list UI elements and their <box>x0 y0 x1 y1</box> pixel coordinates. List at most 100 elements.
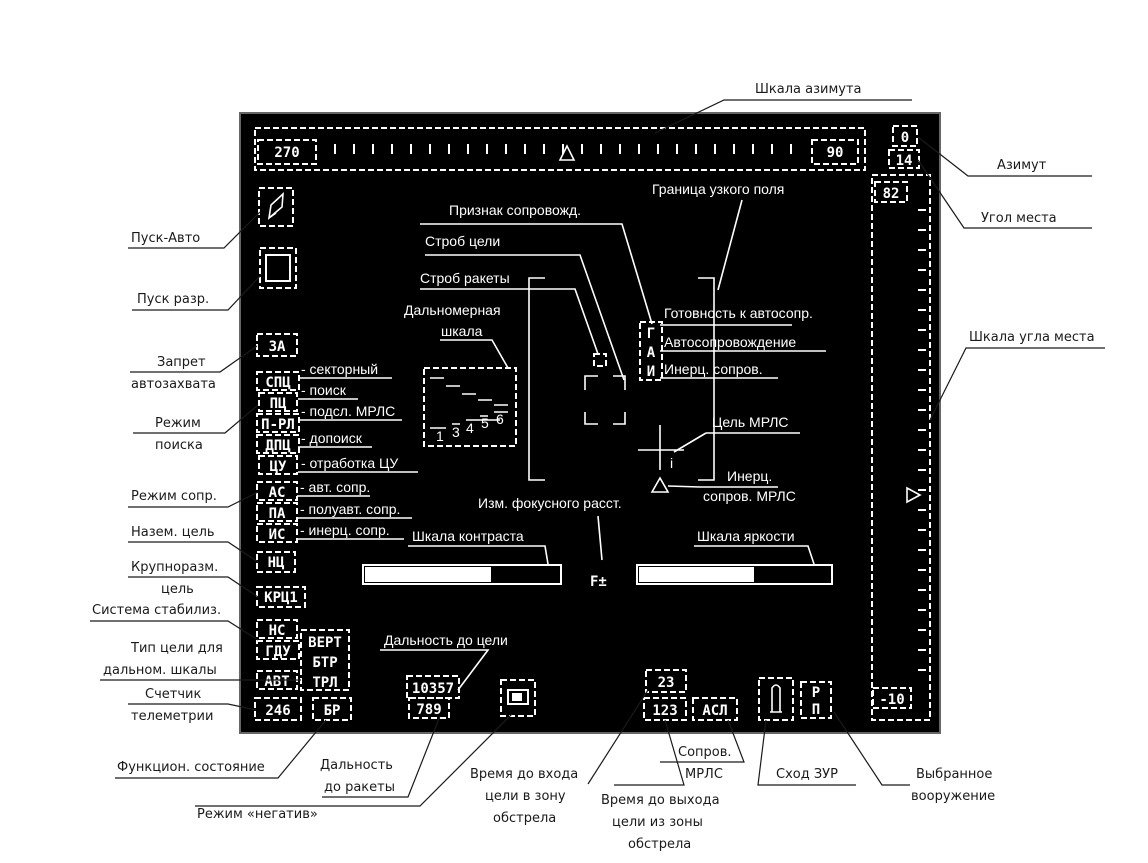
azimuth-left-value: 270 <box>274 145 299 161</box>
range-finder-scale: 1 3 4 5 6 Дальномерная шкала <box>404 302 517 447</box>
azimuth-marker <box>558 144 576 161</box>
text-cel-mrls: Цель МРЛС <box>712 414 789 430</box>
asl-box: АСЛ <box>702 703 727 719</box>
label-missile-range-2: до ракеты <box>324 780 395 795</box>
text-inerc: - инерц. сопр. <box>300 522 390 538</box>
label-missile-range-1: Дальность <box>320 758 393 773</box>
elevation-ticks <box>918 209 926 671</box>
elevation-top-value: 82 <box>883 186 900 202</box>
large-target-box: КРЦ1 <box>264 590 298 606</box>
text-dopoisk: - допоиск <box>301 430 363 446</box>
text-granica: Граница узкого поля <box>652 181 784 197</box>
azimuth-scale: 270 90 <box>254 127 866 171</box>
label-azimuth: Азимут <box>997 158 1047 173</box>
type-trl: ТРЛ <box>312 675 337 691</box>
contrast-bar <box>362 564 562 585</box>
label-selected-weapon-2: вооружение <box>911 789 995 804</box>
ready-g: Г <box>647 326 655 342</box>
text-inerc-mrls-1: Инерц. <box>727 468 772 484</box>
label-track-mode: Режим сопр. <box>131 489 217 504</box>
label-time-in-3: обстрела <box>493 811 556 826</box>
range-tick-3: 3 <box>452 424 460 440</box>
azimuth-value: 0 <box>901 130 909 146</box>
contrast-fill <box>365 567 491 582</box>
text-dalnomer: Дальномерная <box>404 302 501 318</box>
mode-pc: ПЦ <box>270 396 287 412</box>
missile-release-box <box>758 677 794 721</box>
time-in-value: 23 <box>658 675 675 691</box>
label-ground-target: Назем. цель <box>131 525 215 540</box>
telemetry-counter: 246 <box>265 703 290 719</box>
text-strob-raket: Строб ракеты <box>420 270 510 286</box>
brightness-fill <box>639 567 754 582</box>
label-stab-system: Система стабилиз. <box>92 603 221 618</box>
label-search-mode-1: Режим <box>155 416 201 431</box>
range-to-missile: 789 <box>416 702 441 718</box>
label-selected-weapon-1: Выбранное <box>916 767 992 782</box>
text-avt-sopr: - авт. сопр. <box>300 479 370 495</box>
label-missile-release: Сход ЗУР <box>776 767 838 782</box>
text-mrls: - подсл. МРЛС <box>301 403 395 419</box>
stab-gdu: ГДУ <box>265 644 291 660</box>
text-dalnost-celi: Дальность до цели <box>384 632 508 648</box>
track-is: ИС <box>269 527 286 543</box>
text-strob-cel: Строб цели <box>425 233 500 249</box>
text-inerc-mrls-2: сопров. МРЛС <box>703 488 796 504</box>
elevation-bottom-value: -10 <box>879 692 904 708</box>
label-launch-permit: Пуск разр. <box>137 292 209 307</box>
elevation-scale: 82 -10 <box>871 174 931 721</box>
label-time-in-2: цели в зону <box>485 789 566 804</box>
ready-a: А <box>647 345 656 361</box>
mode-spc: СПЦ <box>265 375 291 391</box>
range-tick-1: 1 <box>436 428 444 444</box>
text-shkala: шкала <box>441 323 483 339</box>
label-time-out-2: цели из зоны <box>612 815 703 830</box>
label-target-type-1: Тип цели для <box>130 641 223 656</box>
text-contrast: Шкала контраста <box>412 528 524 544</box>
negative-mode-box <box>500 679 536 717</box>
hud-screen <box>239 112 941 734</box>
text-inerc-sopr: Инерц. сопров. <box>664 361 763 377</box>
ready-i: И <box>647 364 655 380</box>
search-modes: СПЦ ПЦ П-РЛ ДПЦ ЦУ - секторный - поиск -… <box>256 361 418 475</box>
label-telemetry-1: Счетчик <box>145 687 201 702</box>
track-as: АС <box>269 485 286 501</box>
range-tick-4: 4 <box>466 420 474 436</box>
label-azimuth-scale: Шкала азимута <box>755 82 862 97</box>
svg-text:i: i <box>670 455 673 471</box>
mrls-inertial-marker <box>650 476 670 493</box>
lock-ban-box: ЗА <box>269 339 286 355</box>
weapon-r: Р <box>812 685 820 701</box>
brightness-bar <box>636 564 833 585</box>
range-to-target: 10357 <box>412 681 454 697</box>
label-telemetry-2: телеметрии <box>131 709 213 724</box>
range-tick-5: 5 <box>481 415 489 431</box>
label-elevation-angle: Угол места <box>981 211 1057 226</box>
text-gotov: Готовность к автосопр. <box>664 305 813 321</box>
label-time-out-1: Время до выхода <box>601 793 720 808</box>
mode-dpc: ДПЦ <box>265 438 291 454</box>
text-priznak: Признак сопровожд. <box>449 202 581 218</box>
func-state-box: БР <box>324 703 341 719</box>
narrow-field-bracket-left <box>528 277 545 481</box>
text-avtosopr: Автосопровождение <box>664 334 796 350</box>
text-poluavt: - полуавт. сопр. <box>300 501 400 517</box>
narrow-field-bracket-right <box>698 277 715 481</box>
text-focus: Изм. фокусного расст. <box>478 495 622 511</box>
label-search-mode-2: поиска <box>155 438 203 453</box>
label-mrls-track-1: Сопров. <box>678 745 732 760</box>
ground-target-box: НЦ <box>268 555 285 571</box>
label-large-target-2: цель <box>161 582 194 597</box>
mode-prl: П-РЛ <box>261 417 295 433</box>
label-negative-mode: Режим «негатив» <box>197 807 318 822</box>
label-target-type-2: дальном. шкалы <box>103 663 217 678</box>
label-time-in-1: Время до входа <box>470 767 578 782</box>
label-lock-ban-2: автозахвата <box>131 377 216 392</box>
focus-symbol: F± <box>590 574 607 590</box>
elevation-marker <box>906 486 922 504</box>
label-mrls-track-2: МРЛС <box>685 767 723 782</box>
text-search: - поиск <box>301 382 347 398</box>
time-out-value: 123 <box>652 703 677 719</box>
label-launch-auto: Пуск-Авто <box>131 231 200 246</box>
